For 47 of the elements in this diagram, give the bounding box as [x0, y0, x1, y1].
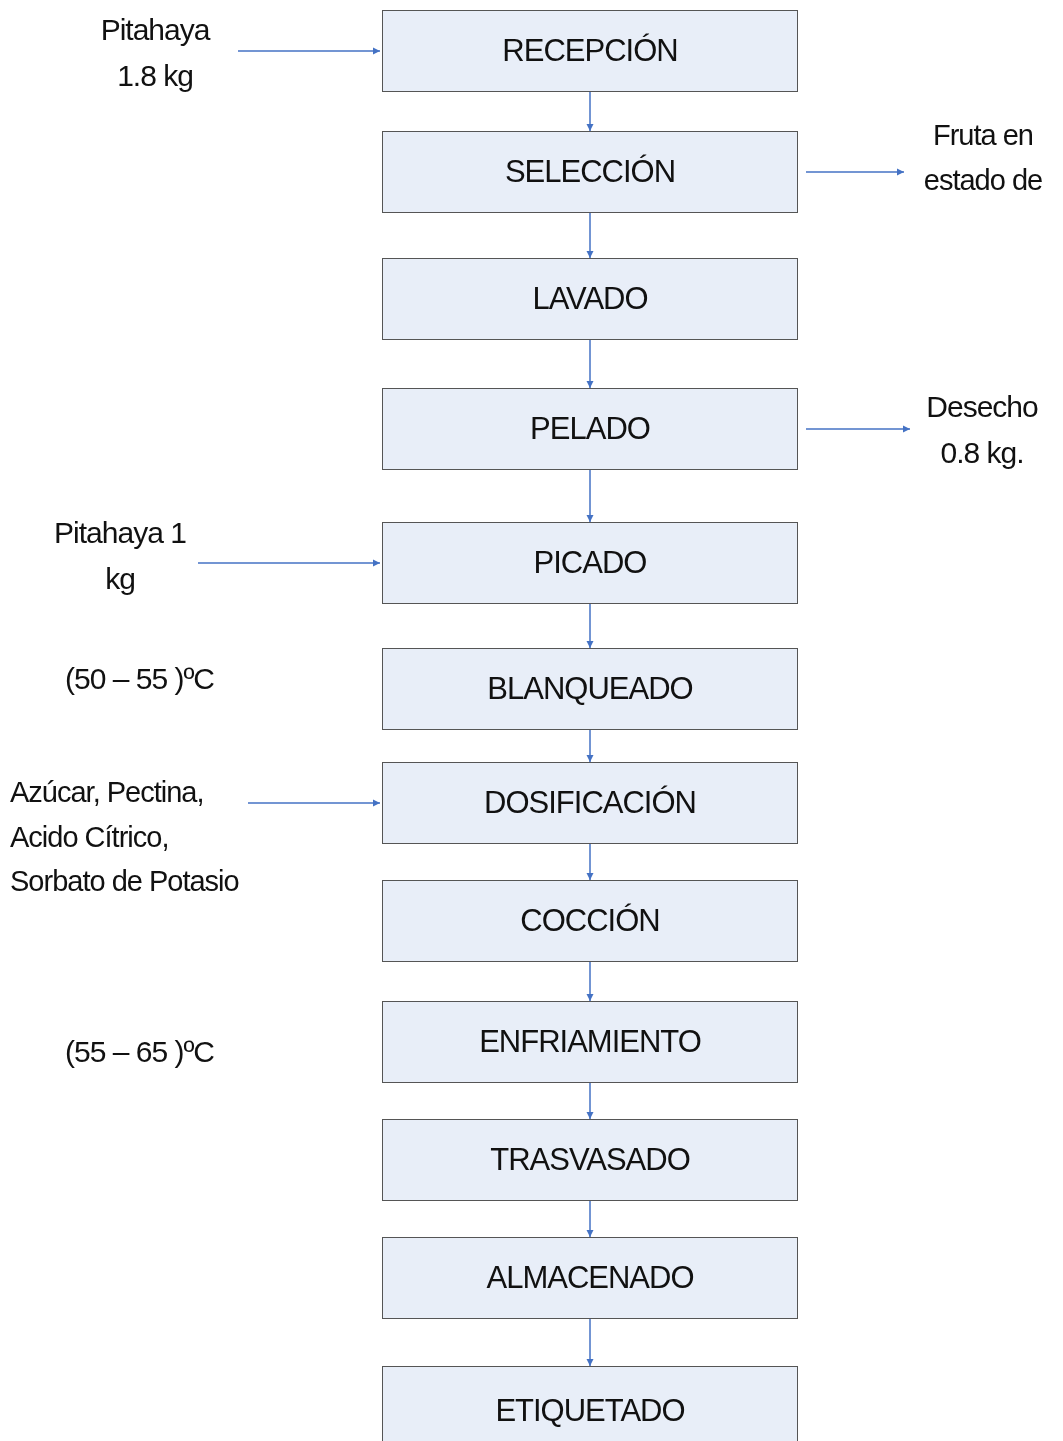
process-label: ENFRIAMIENTO	[479, 1024, 701, 1060]
process-box	[382, 10, 798, 92]
process-box	[382, 880, 798, 962]
process-box	[382, 1366, 798, 1441]
process-label: ALMACENADO	[486, 1260, 694, 1296]
process-box	[382, 1119, 798, 1201]
process-label: COCCIÓN	[520, 903, 660, 939]
arrow	[586, 212, 594, 259]
arrow	[237, 47, 381, 55]
process-box	[382, 522, 798, 604]
arrow	[247, 799, 381, 807]
input-output-text: Fruta en estado de	[922, 118, 1044, 198]
process-label: DOSIFICACIÓN	[484, 785, 696, 821]
input-output-text: Azúcar, Pectina, Acido Cítrico, Sorbato de Potasio	[10, 774, 240, 900]
arrow	[586, 603, 594, 649]
arrow	[586, 1318, 594, 1367]
arrow	[586, 91, 594, 132]
process-label: RECEPCIÓN	[502, 33, 678, 69]
process-label: SELECCIÓN	[504, 154, 676, 190]
process-label: ETIQUETADO	[495, 1393, 685, 1429]
process-box	[382, 388, 798, 470]
process-label: PELADO	[530, 411, 650, 447]
process-box	[382, 131, 798, 213]
arrow	[805, 425, 911, 433]
input-output-text: Pitahaya 1.8 kg	[99, 11, 211, 94]
arrow	[586, 729, 594, 763]
process-box	[382, 258, 798, 340]
arrow	[586, 843, 594, 881]
arrow	[197, 559, 381, 567]
process-box	[382, 648, 798, 730]
temperature-label: (55 – 65 )ºC	[65, 1035, 215, 1069]
process-box	[382, 1237, 798, 1319]
process-label: BLANQUEADO	[487, 671, 693, 707]
arrow	[586, 1200, 594, 1238]
process-box	[382, 1001, 798, 1083]
process-box	[382, 762, 798, 844]
input-output-text: Desecho 0.8 kg.	[925, 388, 1039, 471]
temperature-label: (50 – 55 )ºC	[65, 662, 215, 696]
process-label: PICADO	[533, 545, 647, 581]
arrow	[586, 469, 594, 523]
process-label: LAVADO	[532, 281, 648, 317]
arrow	[586, 339, 594, 389]
arrow	[805, 168, 905, 176]
process-label: TRASVASADO	[490, 1142, 690, 1178]
arrow	[586, 961, 594, 1002]
arrow	[586, 1082, 594, 1120]
input-output-text: Pitahaya 1 kg	[53, 514, 187, 597]
